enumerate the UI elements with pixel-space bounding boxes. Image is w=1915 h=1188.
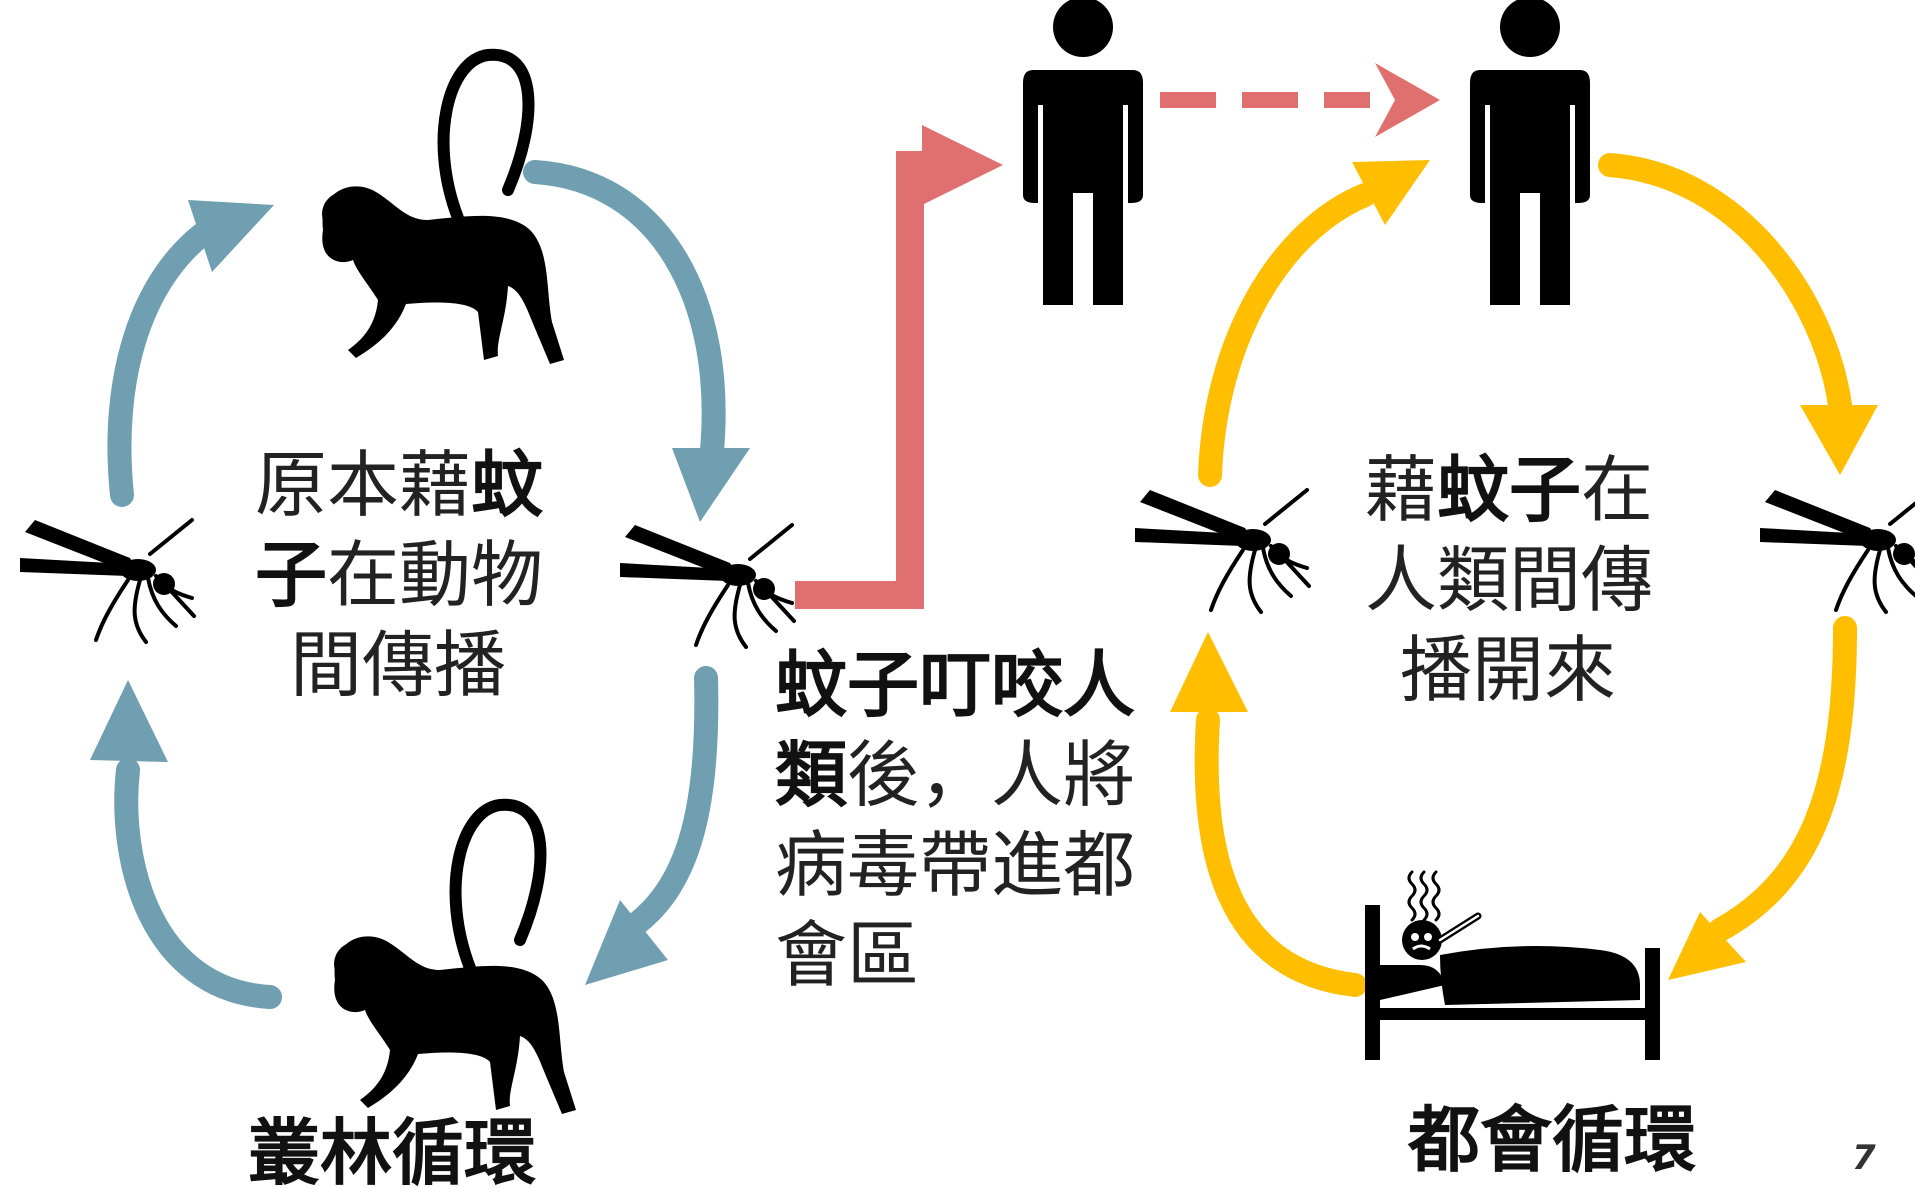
jungle-cycle-arrows: [90, 160, 750, 1009]
sick-person-in-bed-icon: [1365, 870, 1660, 1060]
transfer-arrows: [795, 63, 1440, 609]
mosquito-icon: [1758, 488, 1915, 614]
fever-heat-icon: [1407, 870, 1441, 922]
monkey-icon: [322, 55, 564, 364]
urban-description-line3: 播開來: [1400, 628, 1617, 712]
jungle-description-line1: 原本藉蚊: [255, 443, 544, 527]
transfer-description-line3: 病毒帶進都: [775, 823, 1136, 907]
person-icon: [1023, 0, 1143, 305]
person-icon: [1470, 0, 1590, 305]
thermometer-icon: [1436, 912, 1482, 944]
monkey-icon: [334, 805, 576, 1114]
urban-description-line1: 藉蚊子在: [1365, 448, 1654, 532]
transfer-description-line2: 類後，人將: [775, 733, 1136, 817]
urban-description-line2: 人類間傳: [1365, 538, 1654, 622]
mosquito-icon: [1133, 488, 1311, 614]
transfer-description-line1: 蚊子叮咬人: [775, 643, 1136, 727]
mosquito-icon: [618, 523, 796, 649]
mosquito-icon: [18, 518, 196, 644]
transfer-description-line4: 會區: [775, 913, 920, 997]
urban-cycle-title: 都會循環: [1408, 1098, 1697, 1182]
urban-cycle-arrows: [1170, 153, 1878, 997]
jungle-cycle-title: 叢林循環: [248, 1111, 537, 1188]
page-number: 7: [1852, 1138, 1876, 1178]
jungle-description-line2: 子在動物: [255, 533, 544, 617]
jungle-description-line3: 間傳播: [290, 623, 507, 707]
